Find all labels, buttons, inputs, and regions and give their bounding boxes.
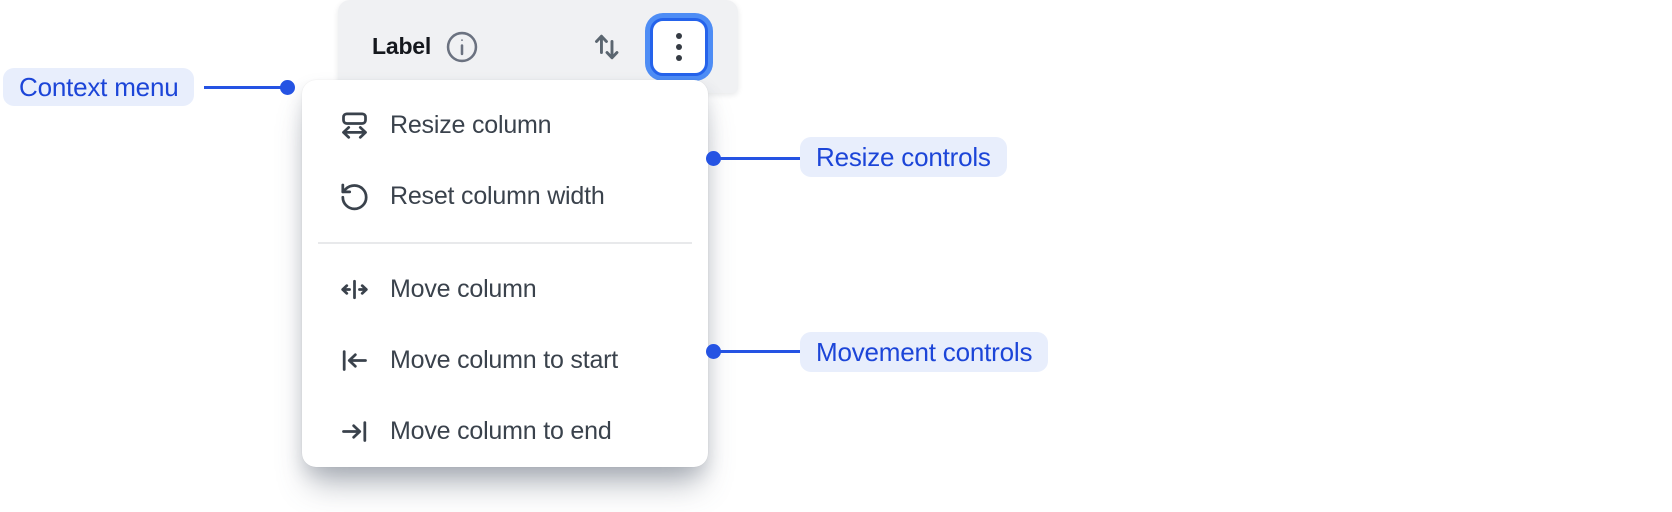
sort-icon[interactable] — [590, 29, 624, 65]
column-context-menu: Resize column Reset column width — [302, 80, 708, 467]
annotation-connector-dot — [280, 80, 295, 95]
kebab-menu-icon — [676, 32, 682, 39]
kebab-menu-button[interactable] — [650, 17, 708, 76]
menu-item-reset-column-width[interactable]: Reset column width — [302, 161, 708, 232]
annotation-connector-line — [713, 157, 800, 160]
menu-item-resize-column[interactable]: Resize column — [302, 90, 708, 161]
annotation-label: Resize controls — [816, 141, 991, 172]
move-column-to-end-icon — [338, 415, 371, 448]
menu-item-label: Move column — [390, 275, 537, 303]
menu-divider — [318, 242, 692, 244]
annotation-connector-line — [204, 86, 288, 89]
menu-item-label: Resize column — [390, 111, 552, 139]
menu-item-label: Move column to end — [390, 417, 612, 445]
annotation-context-menu: Context menu — [3, 68, 195, 106]
menu-item-move-column-to-end[interactable]: Move column to end — [302, 396, 708, 467]
resize-column-icon — [338, 109, 371, 142]
info-icon[interactable] — [444, 29, 480, 65]
menu-item-label: Move column to start — [390, 346, 619, 374]
reset-column-width-icon — [338, 180, 371, 213]
column-title: Label — [372, 33, 432, 59]
annotation-label: Movement controls — [816, 336, 1033, 367]
column-header: Label — [338, 0, 738, 93]
menu-item-move-column-to-start[interactable]: Move column to start — [302, 325, 708, 396]
menu-item-label: Reset column width — [390, 182, 605, 210]
move-column-icon — [338, 273, 371, 306]
annotation-label: Context menu — [19, 71, 179, 102]
annotation-resize-controls: Resize controls — [800, 137, 1007, 177]
annotation-connector-line — [713, 350, 800, 353]
move-column-to-start-icon — [338, 344, 371, 377]
annotation-movement-controls: Movement controls — [800, 332, 1049, 372]
menu-item-move-column[interactable]: Move column — [302, 254, 708, 325]
